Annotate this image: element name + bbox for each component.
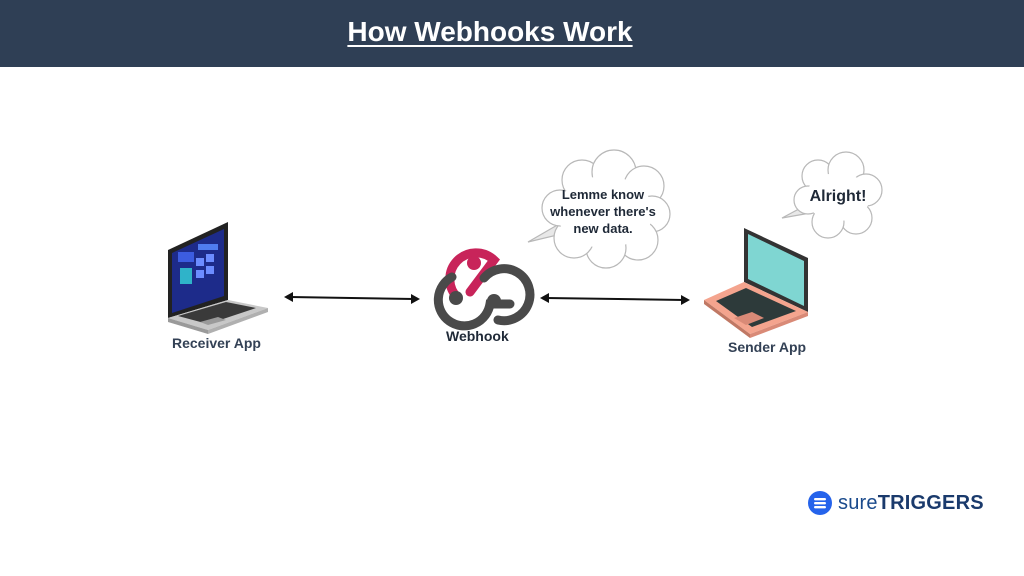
receiver-app-label: Receiver App [172,335,261,351]
webhook-speech-text: Lemme know whenever there's new data. [550,187,656,236]
receiver-laptop-icon [168,222,268,334]
brand-sure-text: sure [838,491,878,514]
suretriggers-logo: sure TRIGGERS [808,490,984,516]
arrow-receiver-webhook [284,292,420,304]
brand-triggers-text: TRIGGERS [877,491,984,514]
header-bar: How Webhooks Work [0,0,1024,67]
speech-bubble-sender [781,151,883,239]
webhook-logo-icon [433,248,535,331]
sender-app-label: Sender App [728,339,807,355]
speech-bubble-webhook [527,149,671,269]
suretriggers-logo-icon [808,491,832,515]
sender-speech-text: Alright! [809,188,867,205]
page-title: How Webhooks Work [347,16,633,47]
sender-laptop-icon [704,228,808,338]
webhook-label: Webhook [446,328,509,344]
arrow-webhook-sender [540,293,690,305]
